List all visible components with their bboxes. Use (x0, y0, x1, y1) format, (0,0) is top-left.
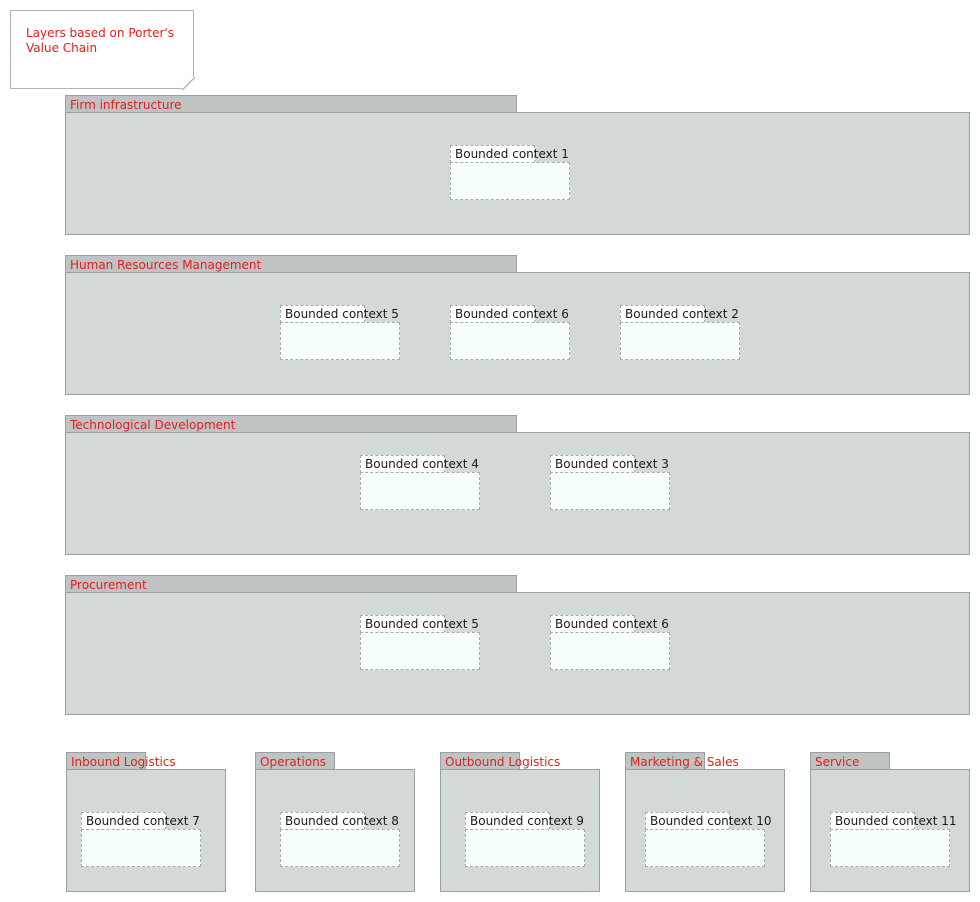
context-label: Bounded context 9 (470, 814, 584, 828)
layer-tab: Human Resources Management (65, 255, 517, 273)
context-label: Bounded context 3 (555, 457, 669, 471)
context-label: Bounded context 10 (650, 814, 772, 828)
context-label: Bounded context 7 (86, 814, 200, 828)
context-label: Bounded context 5 (285, 307, 399, 321)
layer-tab: Inbound Logistics (66, 752, 176, 770)
layer-tab: Technological Development (65, 415, 517, 433)
layer-label: Marketing & Sales (630, 755, 739, 769)
context-label: Bounded context 5 (365, 617, 479, 631)
context-body (830, 829, 950, 867)
context-body (645, 829, 765, 867)
note-text: Layers based on Porter's Value Chain (26, 26, 174, 55)
context-body (360, 632, 480, 670)
layer-tab: Firm infrastructure (65, 95, 517, 113)
context-tab (645, 812, 730, 830)
context-body (280, 829, 400, 867)
context-body (465, 829, 585, 867)
layer-technological-development[interactable]: Technological Development Bounded contex… (65, 415, 970, 555)
layer-procurement[interactable]: Procurement Bounded context 5 Bounded co… (65, 575, 970, 715)
context-tab (830, 812, 915, 830)
context-tab (360, 615, 445, 633)
layer-operations[interactable]: Operations Bounded context 8 (255, 752, 415, 892)
layer-tab: Outbound Logistics (440, 752, 560, 770)
bounded-context[interactable]: Bounded context 2 (620, 305, 740, 360)
layer-label: Operations (260, 755, 326, 769)
bounded-context[interactable]: Bounded context 4 (360, 455, 480, 510)
bounded-context[interactable]: Bounded context 6 (550, 615, 670, 670)
layer-label: Service (815, 755, 860, 769)
bounded-context[interactable]: Bounded context 5 (360, 615, 480, 670)
layer-tab: Service (810, 752, 890, 770)
context-tab (550, 455, 635, 473)
context-body (81, 829, 201, 867)
context-label: Bounded context 6 (455, 307, 569, 321)
context-tab (620, 305, 705, 323)
bounded-context[interactable]: Bounded context 6 (450, 305, 570, 360)
layer-tab: Procurement (65, 575, 517, 593)
bounded-context[interactable]: Bounded context 11 (830, 812, 957, 867)
context-tab (450, 305, 535, 323)
layer-tab: Marketing & Sales (625, 752, 739, 770)
bounded-context[interactable]: Bounded context 8 (280, 812, 400, 867)
layer-label: Outbound Logistics (445, 755, 561, 769)
context-label: Bounded context 2 (625, 307, 739, 321)
layer-label: Inbound Logistics (71, 755, 176, 769)
context-tab (280, 305, 365, 323)
context-body (450, 162, 570, 200)
context-tab (360, 455, 445, 473)
context-body (550, 632, 670, 670)
layer-body (65, 592, 970, 715)
layer-firm-infrastructure[interactable]: Firm infrastructure Bounded context 1 (65, 95, 970, 235)
layer-label: Technological Development (70, 418, 236, 432)
layer-marketing-and-sales[interactable]: Marketing & Sales Bounded context 10 (625, 752, 785, 892)
bounded-context[interactable]: Bounded context 10 (645, 812, 772, 867)
context-body (360, 472, 480, 510)
layer-label: Human Resources Management (70, 258, 262, 272)
layer-tab: Operations (255, 752, 335, 770)
layer-body (65, 432, 970, 555)
bounded-context[interactable]: Bounded context 9 (465, 812, 585, 867)
context-tab (81, 812, 166, 830)
context-label: Bounded context 1 (455, 147, 569, 161)
context-tab (280, 812, 365, 830)
context-body (620, 322, 740, 360)
layer-label: Procurement (70, 578, 147, 592)
context-body (550, 472, 670, 510)
layer-service[interactable]: Service Bounded context 11 (810, 752, 970, 892)
context-label: Bounded context 6 (555, 617, 669, 631)
layer-inbound-logistics[interactable]: Inbound Logistics Bounded context 7 (66, 752, 226, 892)
layer-human-resources-management[interactable]: Human Resources Management Bounded conte… (65, 255, 970, 395)
bounded-context[interactable]: Bounded context 5 (280, 305, 400, 360)
context-label: Bounded context 8 (285, 814, 399, 828)
context-tab (550, 615, 635, 633)
context-tab (450, 145, 535, 163)
context-label: Bounded context 11 (835, 814, 957, 828)
bounded-context[interactable]: Bounded context 3 (550, 455, 670, 510)
context-label: Bounded context 4 (365, 457, 479, 471)
bounded-context[interactable]: Bounded context 1 (450, 145, 570, 200)
diagram-note[interactable]: Layers based on Porter's Value Chain (10, 10, 194, 89)
layer-label: Firm infrastructure (70, 98, 182, 112)
context-body (450, 322, 570, 360)
context-body (280, 322, 400, 360)
bounded-context[interactable]: Bounded context 7 (81, 812, 201, 867)
context-tab (465, 812, 550, 830)
layer-outbound-logistics[interactable]: Outbound Logistics Bounded context 9 (440, 752, 600, 892)
note-corner-fold (182, 77, 195, 90)
